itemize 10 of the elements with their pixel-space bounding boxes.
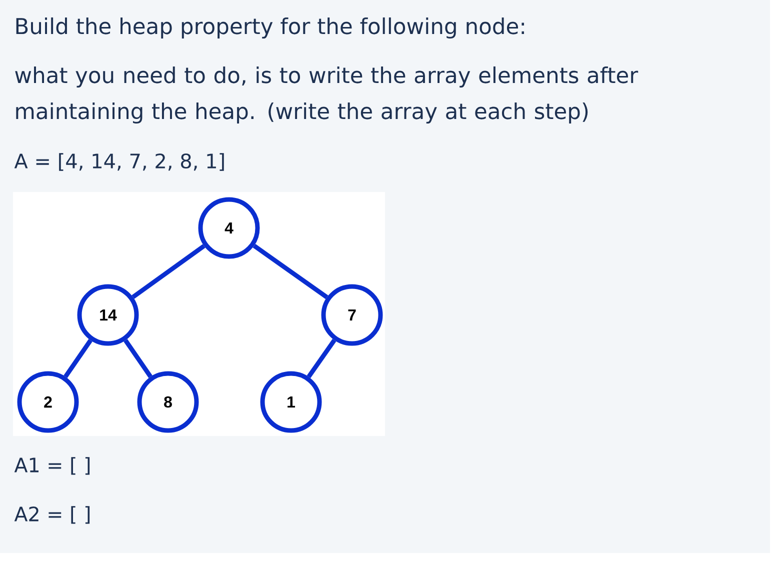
instruction-text: what you need to do, is to write the array elements after maintaining the heap. (write the array at each step) bbox=[15, 66, 638, 124]
question-text: Build the heap property for the following node: bbox=[16, 17, 524, 39]
answer-line-text: A1 = [ ] bbox=[14, 457, 90, 475]
answer-line-text: A2 = [ ] bbox=[14, 506, 90, 524]
tree-edge bbox=[124, 339, 152, 378]
tree-edge bbox=[132, 244, 206, 299]
array-text: A = [4, 14, 7, 2, 8, 1] bbox=[14, 153, 224, 171]
tree-edge bbox=[252, 244, 328, 300]
tree-edge bbox=[64, 339, 92, 378]
tree-edge bbox=[306, 338, 336, 378]
